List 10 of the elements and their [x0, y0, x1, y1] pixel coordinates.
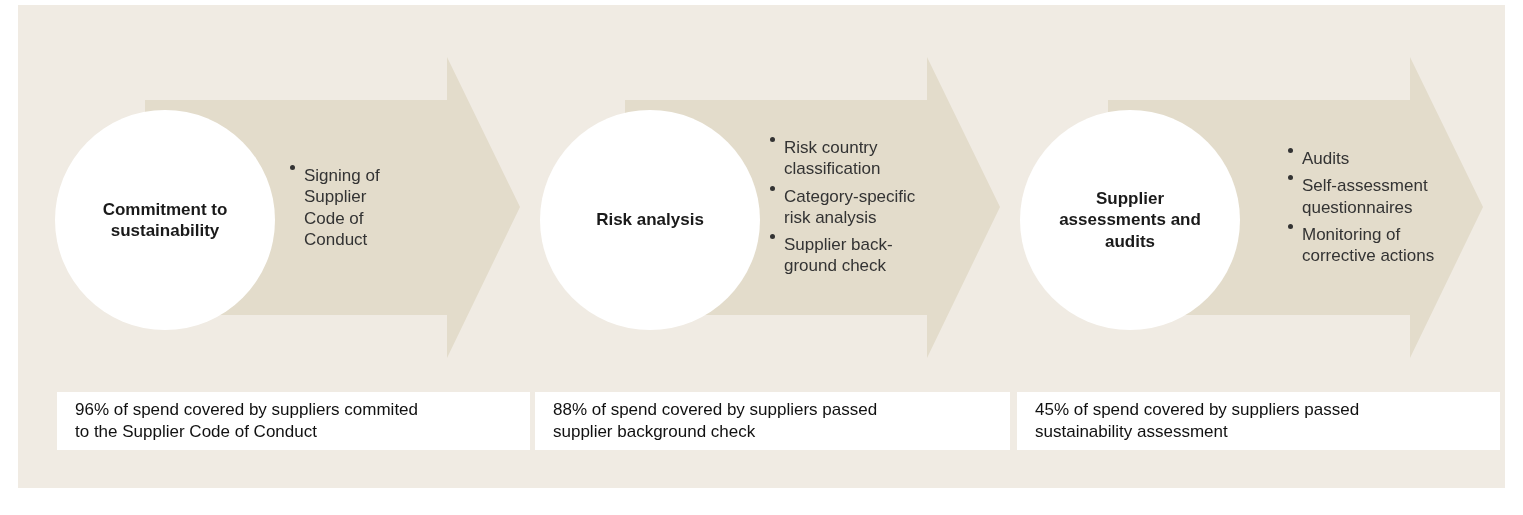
bullet-text: Self-assessment questionnaires	[1302, 176, 1428, 217]
bullet-text: Supplier back-ground check	[784, 235, 893, 276]
stat-card: 96% of spend covered by suppliers commited to the Supplier Code of Conduct	[57, 392, 530, 450]
bullet-text: Audits	[1302, 149, 1350, 168]
bullet-text: Category-specific risk analysis	[784, 186, 916, 227]
bullet-text: Monitoring of corrective actions	[1302, 224, 1435, 265]
stat-card: 45% of spend covered by suppliers passed sustainability assessment	[1017, 392, 1500, 450]
bullet-text: Risk country classification	[784, 138, 881, 179]
stat-card: 88% of spend covered by suppliers passed supplier background check	[535, 392, 1010, 450]
bullet-text: Signing of Supplier Code of Conduct	[304, 166, 380, 249]
